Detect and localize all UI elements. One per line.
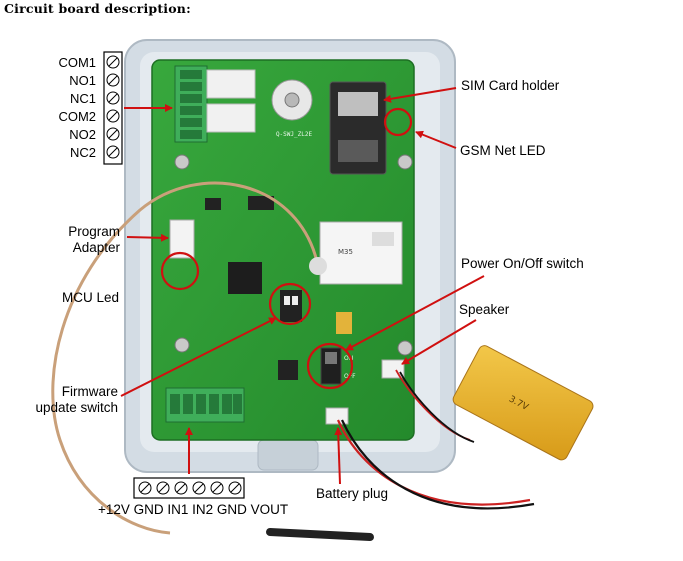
- power-switch-highlight: [306, 342, 354, 390]
- label-program-adapter-line1: Program: [68, 224, 120, 239]
- relay-2: [206, 103, 256, 133]
- arrow-power: [345, 275, 485, 351]
- label-firmware-switch: Firmware update switch: [22, 384, 118, 416]
- gsm-module: [319, 221, 403, 285]
- speaker-connector: [381, 359, 405, 379]
- relay-pin-com1: COM1: [58, 55, 96, 70]
- label-power-switch: Power On/Off switch: [461, 256, 584, 271]
- label-mcu-led: MCU Led: [62, 290, 120, 305]
- relay-pin-no1: NO1: [69, 73, 96, 88]
- gsm-led-highlight: [383, 107, 413, 137]
- label-input-terminals: +12V GND IN1 IN2 GND VOUT: [98, 502, 289, 517]
- label-gsm-net-led: GSM Net LED: [460, 143, 546, 158]
- arrow-speaker: [401, 319, 477, 365]
- label-sim-card-holder: SIM Card holder: [461, 78, 560, 93]
- arrow-program: [126, 233, 169, 242]
- arrow-sim: [383, 87, 457, 103]
- label-battery-plug: Battery plug: [316, 486, 389, 501]
- firmware-switch-highlight: [268, 282, 312, 326]
- relay-pin-com2: COM2: [58, 109, 96, 124]
- dip-switch: [280, 290, 302, 322]
- label-program-adapter-line2: Adapter: [72, 240, 120, 255]
- arrow-firmware: [120, 317, 277, 397]
- relay-screws: [106, 55, 120, 159]
- label-speaker: Speaker: [459, 302, 510, 317]
- relay-pin-nc2: NC2: [69, 145, 96, 160]
- mcu-chip: [228, 262, 262, 294]
- label-program-adapter: Program Adapter: [44, 224, 120, 256]
- relay-pin-no2: NO2: [69, 127, 96, 142]
- antenna-rod: [266, 528, 374, 541]
- antenna-cable: [51, 181, 320, 535]
- relay-1: [206, 69, 256, 99]
- program-adapter-connector: [169, 219, 195, 259]
- label-firmware-switch-line2: update switch: [35, 400, 118, 415]
- switch-on-text: ON: [344, 355, 353, 362]
- relay-pin-nc1: NC1: [69, 91, 96, 106]
- module-text: M35: [338, 248, 353, 256]
- mounting-holes: [174, 154, 413, 356]
- callout-arrows: [120, 87, 485, 485]
- battery-plug: [325, 407, 349, 425]
- relay-pin-labels: COM1 NO1 NC1 COM2 NO2 NC2: [54, 54, 96, 162]
- page-title: Circuit board description:: [4, 1, 191, 16]
- label-firmware-switch-line1: Firmware: [61, 384, 118, 399]
- silkscreen-text: Q-SWJ_ZL2E: [276, 131, 313, 138]
- arrow-battery: [334, 427, 343, 485]
- enclosure-tab: [257, 439, 319, 471]
- input-screws: [138, 481, 242, 495]
- mcu-led-highlight: [160, 251, 200, 291]
- highlight-circles: [160, 107, 413, 390]
- arrow-gsm-led: [415, 130, 457, 149]
- lipo-battery: 3.7V: [452, 345, 594, 461]
